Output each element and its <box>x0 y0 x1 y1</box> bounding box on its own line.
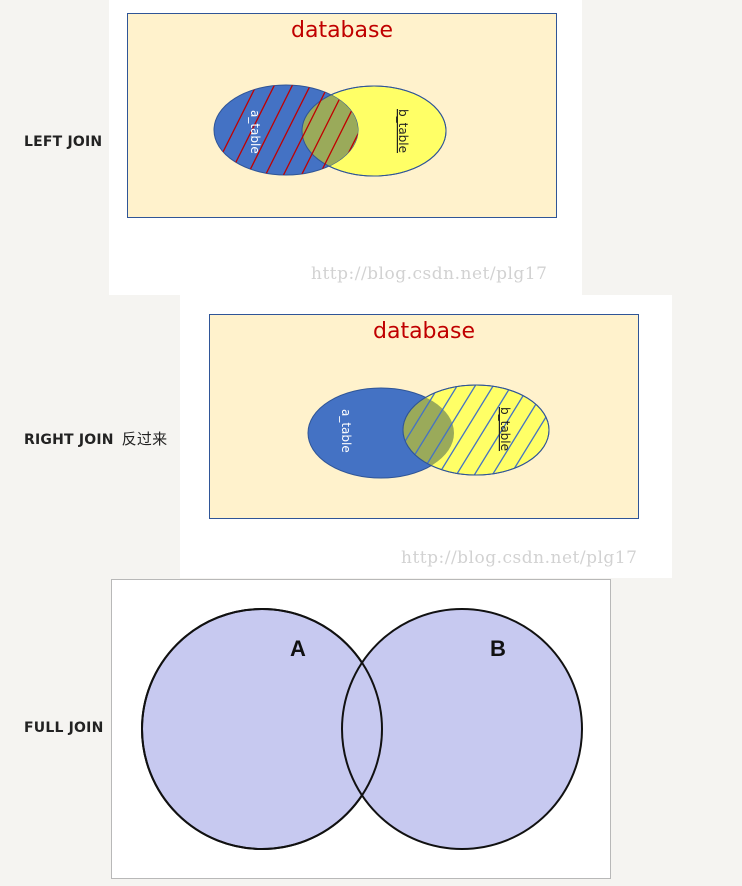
right-join-label: RIGHT JOIN 反过来 <box>24 428 167 449</box>
full-join-b-label: B <box>490 636 506 661</box>
left-join-database-title: database <box>291 18 393 43</box>
left-join-a-table-label: a_table <box>248 110 262 154</box>
left-join-b-table-label: b_table <box>396 109 410 153</box>
full-join-b-circle <box>341 608 583 850</box>
left-join-watermark: http://blog.csdn.net/plg17 <box>311 264 548 284</box>
full-join-venn: A B <box>141 608 583 850</box>
left-join-hatch <box>214 85 358 175</box>
right-join-label-text: RIGHT JOIN <box>24 432 114 448</box>
right-join-venn: a_table b_table <box>307 384 550 479</box>
right-join-a-table-label: a_table <box>339 409 353 453</box>
full-join-label: FULL JOIN <box>24 720 103 736</box>
left-join-overlap <box>302 86 358 175</box>
right-join-b-table-label: b_table <box>498 407 512 451</box>
right-join-note: 反过来 <box>121 430 168 448</box>
left-join-label: LEFT JOIN <box>24 134 102 150</box>
left-join-venn: a_table b_table <box>213 84 447 177</box>
right-join-database-title: database <box>373 319 475 344</box>
full-join-a-label: A <box>290 636 306 661</box>
full-join-label-text: FULL JOIN <box>24 720 104 736</box>
right-join-watermark: http://blog.csdn.net/plg17 <box>401 548 638 568</box>
right-join-overlap <box>403 388 454 475</box>
left-join-panel: database a_table b_table http://blog.csd… <box>109 0 582 295</box>
right-join-panel: database a_table b_table http://blog.csd… <box>180 295 672 578</box>
left-join-label-text: LEFT JOIN <box>24 134 103 150</box>
right-join-database-box: database <box>209 314 639 519</box>
full-join-panel: A B <box>111 579 611 879</box>
